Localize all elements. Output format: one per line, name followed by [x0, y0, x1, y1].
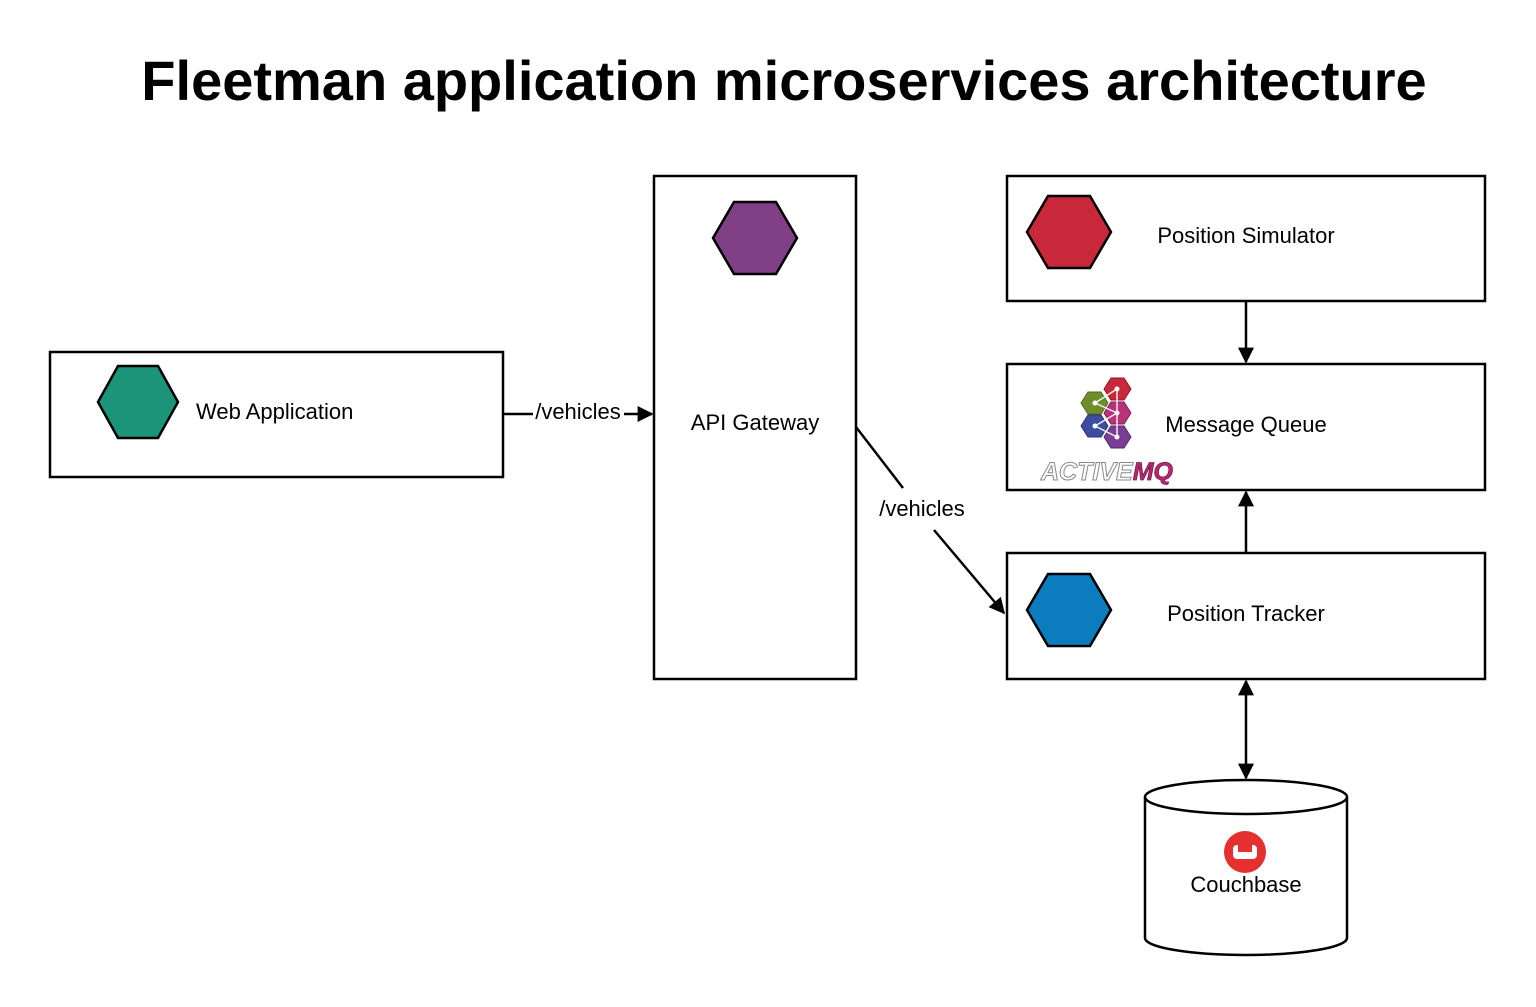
couchbase-label: Couchbase — [1190, 872, 1301, 897]
node-couchbase: Couchbase — [1143, 778, 1349, 957]
couchbase-logo-icon — [1224, 831, 1266, 873]
web-application-hexagon-icon — [96, 364, 180, 440]
activemq-logo-text: ACTIVEMQ — [1040, 458, 1174, 486]
edge-gateway-to-tracker: /vehicles — [855, 426, 1006, 615]
position-tracker-label: Position Tracker — [1167, 601, 1325, 626]
edge-web-to-gateway-label: /vehicles — [535, 399, 621, 424]
position-tracker-hexagon-icon — [1025, 572, 1113, 648]
node-web-application: Web Application — [48, 350, 505, 479]
node-message-queue: ACTIVEMQ Message Queue — [1005, 362, 1487, 492]
node-position-tracker: Position Tracker — [1005, 551, 1487, 681]
web-application-label: Web Application — [196, 399, 353, 424]
couchbase-cylinder — [1143, 797, 1349, 957]
api-gateway-hexagon-icon — [711, 200, 799, 276]
edge-gateway-to-tracker-label: /vehicles — [879, 496, 965, 521]
diagram-title: Fleetman application microservices archi… — [141, 49, 1426, 112]
couchbase-cylinder-top — [1143, 778, 1349, 816]
position-simulator-label: Position Simulator — [1157, 223, 1334, 248]
edge-web-to-gateway: /vehicles — [503, 399, 654, 424]
activemq-logo-icon: ACTIVEMQ — [1040, 377, 1174, 487]
api-gateway-label: API Gateway — [691, 410, 819, 435]
node-position-simulator: Position Simulator — [1005, 174, 1487, 303]
message-queue-label: Message Queue — [1165, 412, 1326, 437]
position-simulator-hexagon-icon — [1025, 194, 1113, 270]
node-api-gateway: API Gateway — [652, 174, 858, 681]
